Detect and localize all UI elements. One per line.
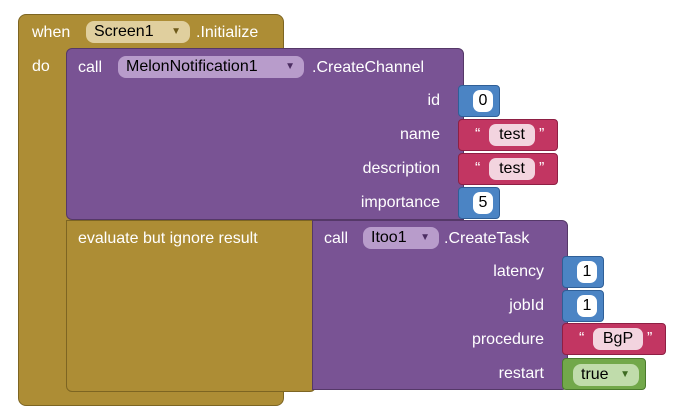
- evaluate-ignore-label: evaluate but ignore result: [78, 230, 258, 247]
- chevron-down-icon: ▼: [420, 232, 430, 243]
- chevron-down-icon: ▼: [620, 369, 630, 380]
- quote-open-icon: “: [475, 126, 481, 143]
- text-block-name[interactable]: “ test ”: [458, 119, 558, 151]
- number-block-id[interactable]: 0: [458, 85, 500, 117]
- chevron-down-icon: ▼: [285, 61, 295, 72]
- quote-close-icon: ”: [539, 160, 545, 177]
- call-label: call: [324, 230, 349, 247]
- text-value-name[interactable]: test: [489, 124, 535, 146]
- param-label-procedure: procedure: [471, 331, 544, 348]
- initialize-label: .Initialize: [196, 24, 259, 41]
- quote-close-icon: ”: [539, 126, 545, 143]
- number-block-jobid[interactable]: 1: [562, 290, 604, 322]
- screen1-dropdown[interactable]: Screen1 ▼: [86, 21, 190, 43]
- chevron-down-icon: ▼: [171, 26, 181, 37]
- param-label-jobid: jobId: [509, 297, 544, 314]
- param-label-name: name: [399, 126, 440, 143]
- text-block-description[interactable]: “ test ”: [458, 153, 558, 185]
- param-label-description: description: [362, 160, 440, 177]
- number-value-id[interactable]: 0: [473, 90, 493, 112]
- number-block-importance[interactable]: 5: [458, 187, 500, 219]
- restart-dropdown-label: true: [581, 366, 609, 383]
- quote-open-icon: “: [579, 330, 585, 347]
- create-channel-label: .CreateChannel: [312, 59, 425, 76]
- when-label: when: [32, 24, 71, 41]
- param-label-latency: latency: [493, 263, 544, 280]
- param-label-id: id: [427, 92, 440, 109]
- itoo-dropdown-label: Itoo1: [371, 229, 407, 246]
- number-value-jobid[interactable]: 1: [577, 295, 597, 317]
- call-label: call: [78, 59, 103, 76]
- do-label: do: [32, 58, 50, 75]
- number-value-importance[interactable]: 5: [473, 192, 493, 214]
- param-label-restart: restart: [498, 365, 544, 382]
- logic-block-restart[interactable]: true ▼: [562, 358, 646, 390]
- itoo-dropdown[interactable]: Itoo1 ▼: [363, 227, 439, 249]
- evaluate-ignore-block[interactable]: [66, 220, 316, 392]
- melon-notification-dropdown-label: MelonNotification1: [126, 58, 258, 75]
- create-task-label: .CreateTask: [444, 230, 530, 247]
- screen1-dropdown-label: Screen1: [94, 23, 154, 40]
- text-block-procedure[interactable]: “ BgP ”: [562, 323, 666, 355]
- melon-notification-dropdown[interactable]: MelonNotification1 ▼: [118, 56, 304, 78]
- restart-dropdown[interactable]: true ▼: [573, 364, 639, 386]
- text-value-procedure[interactable]: BgP: [593, 328, 643, 350]
- quote-close-icon: ”: [647, 330, 653, 347]
- number-block-latency[interactable]: 1: [562, 256, 604, 288]
- quote-open-icon: “: [475, 160, 481, 177]
- param-label-importance: importance: [360, 194, 440, 211]
- text-value-description[interactable]: test: [489, 158, 535, 180]
- create-task-block[interactable]: [312, 220, 568, 390]
- number-value-latency[interactable]: 1: [577, 261, 597, 283]
